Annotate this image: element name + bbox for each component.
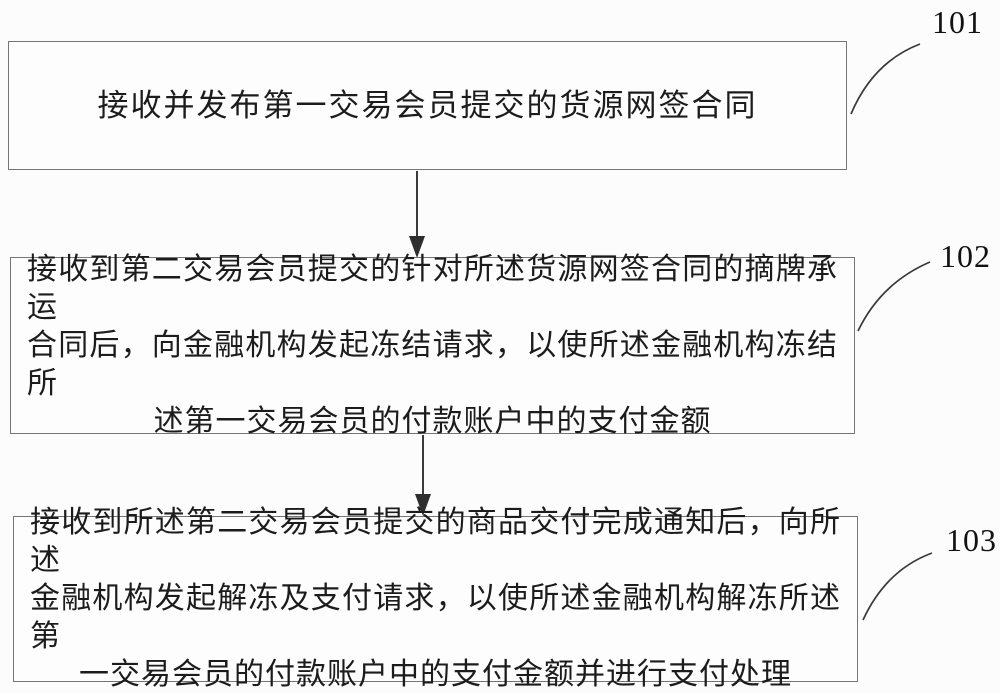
flow-step-102-box: 接收到第二交易会员提交的针对所述货源网签合同的摘牌承运 合同后，向金融机构发起冻… [10, 253, 855, 438]
ref-label-101: 101 [932, 4, 983, 40]
flow-arrow-1-head [409, 236, 425, 258]
flow-step-103-text-line-1: 接收到所述第二交易会员提交的商品交付完成通知后，向所述 [30, 506, 841, 577]
ref-label-103: 103 [946, 522, 997, 558]
leader-line-103 [862, 552, 933, 621]
flow-step-101-box: 接收并发布第一交易会员提交的货源网签合同 [8, 41, 847, 170]
flow-step-102-text-line-3: 述第一交易会员的付款账户中的支付金额 [153, 404, 712, 438]
ref-label-102: 102 [940, 238, 991, 274]
flow-step-102-text-line-1: 接收到第二交易会员提交的针对所述货源网签合同的摘牌承运 [27, 252, 838, 324]
flow-arrow-2-shaft [422, 435, 424, 497]
flow-step-103-text-line-3: 一交易会员的付款账户中的支付金额并进行支付处理 [79, 658, 792, 691]
flow-step-102-text-line-2: 合同后，向金融机构发起冻结请求，以使所述金融机构冻结所 [27, 328, 838, 400]
leader-line-101 [850, 43, 921, 115]
flow-arrow-2-head [415, 494, 431, 516]
flow-step-101-text: 接收并发布第一交易会员提交的货源网签合同 [97, 87, 758, 123]
flow-step-103-text-line-2: 金融机构发起解冻及支付请求，以使所述金融机构解冻所述第 [30, 582, 841, 653]
leader-line-102 [857, 261, 931, 332]
flow-arrow-1-shaft [416, 171, 418, 238]
flow-step-103-box: 接收到所述第二交易会员提交的商品交付完成通知后，向所述 金融机构发起解冻及支付请… [13, 506, 858, 691]
